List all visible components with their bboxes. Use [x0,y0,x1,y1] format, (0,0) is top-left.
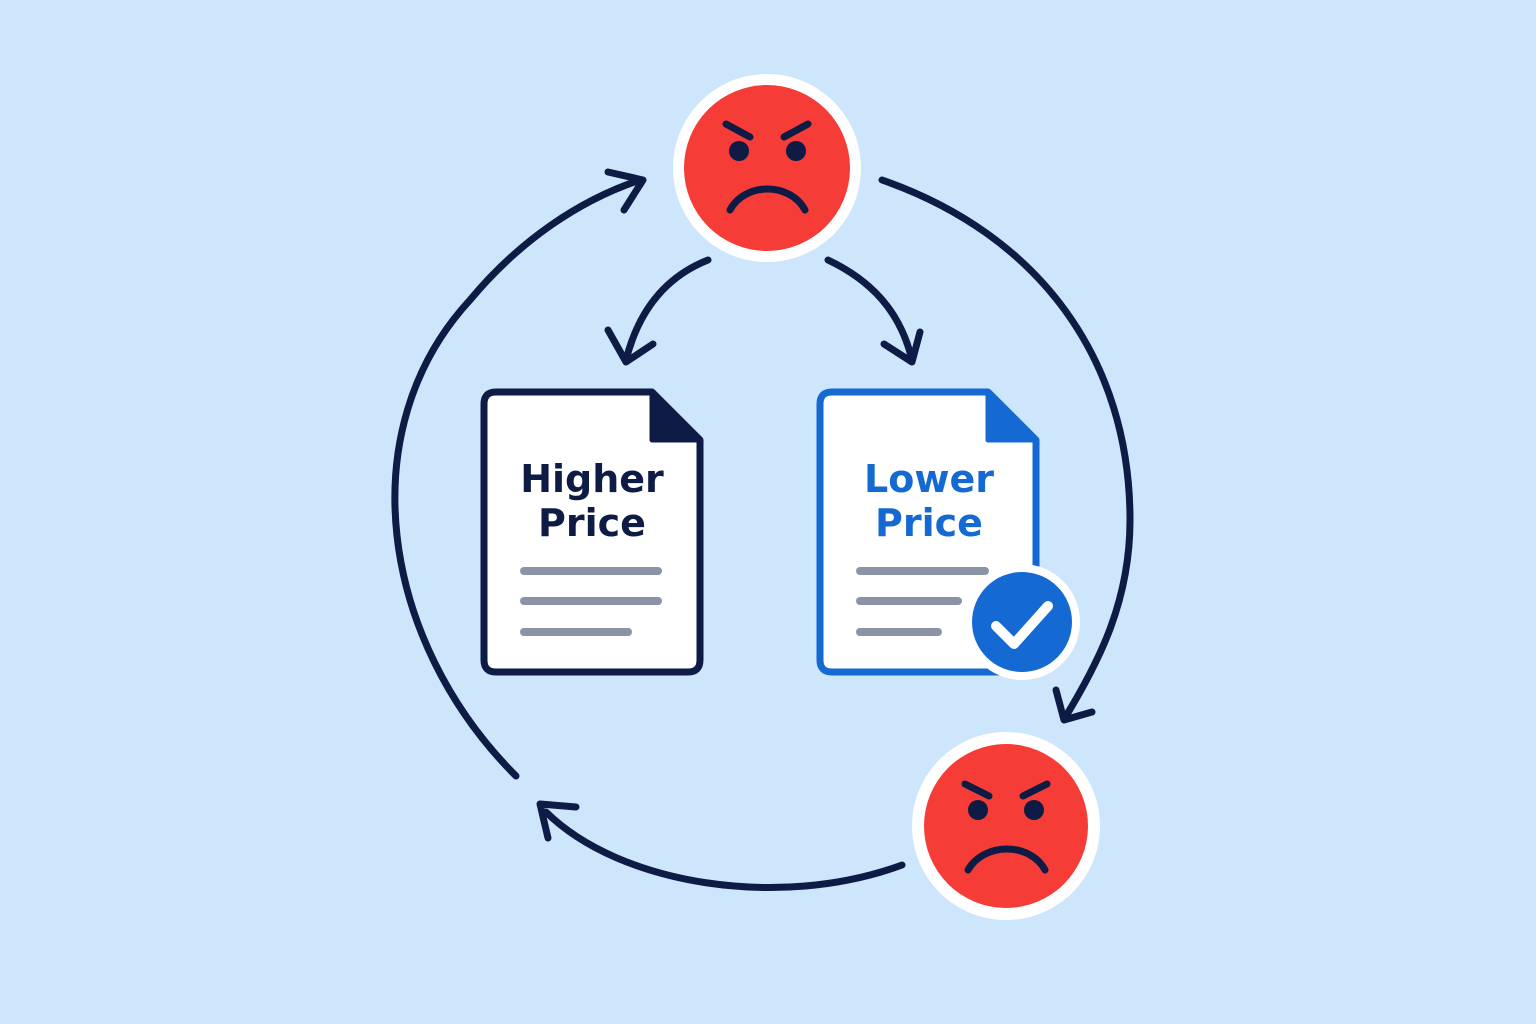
arrow-bottom-arc-head [536,800,580,842]
arrow-right-arc-head [1052,686,1096,724]
eye-left [729,141,749,161]
arrow-to-higher-doc [622,256,712,364]
arrow-to-lower-doc-head [880,328,924,366]
higher-price-document: Higher Price [480,388,704,676]
higher-doc-line2: Price [538,501,646,545]
brow-left [961,780,993,800]
cycle-arrows [391,168,1134,891]
document-fold [649,389,703,443]
angry-face-top [673,74,861,262]
eye-left [968,800,988,820]
checkmark-icon [991,601,1053,649]
lower-doc-line1: Lower [864,457,994,501]
checkmark-icon-bg [972,572,1072,672]
arrow-to-higher-doc-head [604,326,657,366]
frown-mouth [726,185,809,214]
higher-doc-line1: Higher [520,457,664,501]
arrow-right-arc [878,176,1134,720]
brow-right [1019,780,1051,800]
angry-face-icon [924,744,1088,908]
arrow-left-arc [391,176,644,780]
arrow-bottom-arc [542,808,906,891]
lower-price-document: Lower Price [816,388,1080,680]
angry-face-bottom [912,732,1100,920]
arrow-left-arc-head [604,168,647,214]
arrow-to-lower-doc [824,256,916,364]
angry-face-icon [684,85,850,251]
check-badge [964,564,1080,680]
eye-right [1024,800,1044,820]
lower-doc-line2: Price [875,501,983,545]
brow-left [722,120,754,141]
eye-right [786,141,806,161]
document-fold [985,389,1039,443]
brow-right [780,120,812,141]
frown-mouth [964,845,1049,874]
